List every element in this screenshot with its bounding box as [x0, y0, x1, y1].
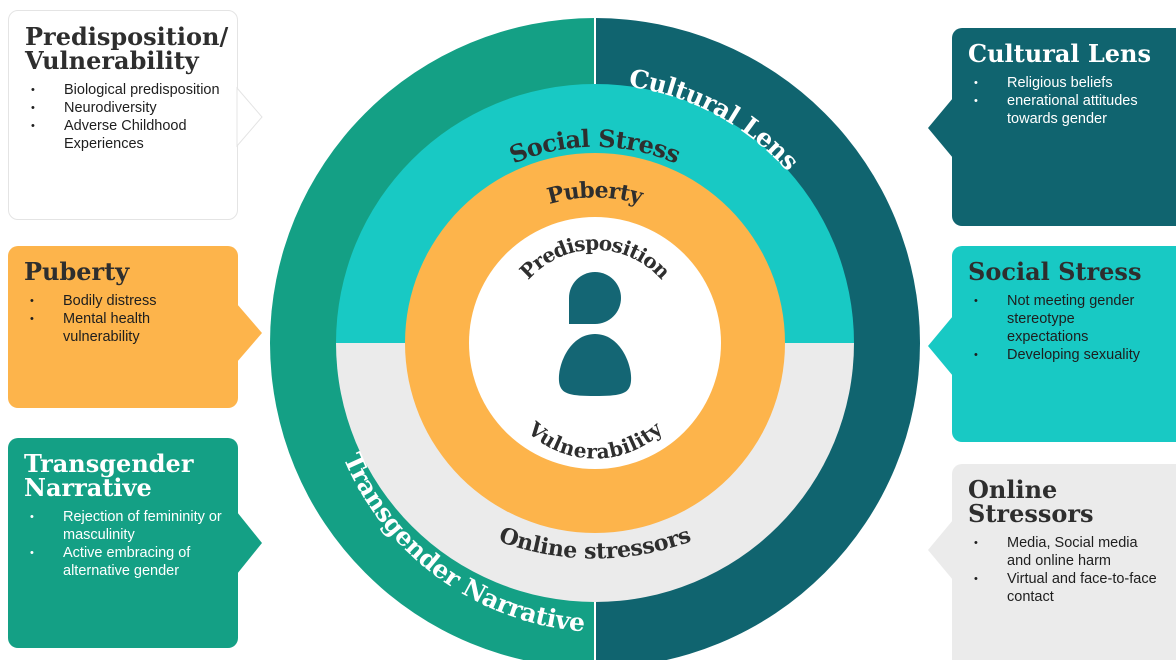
- predisposition-box-title: Predisposition/ Vulnerability: [25, 22, 229, 75]
- online-stressors-pointer: [928, 520, 953, 580]
- list-item: Media, Social media and online harm: [974, 534, 1160, 570]
- predisposition-box: Predisposition/ Vulnerability Biological…: [8, 10, 238, 220]
- online-stressors-box: Online Stressors Media, Social media and…: [952, 464, 1176, 660]
- person-icon: [558, 272, 632, 396]
- online-stressors-box-title: Online Stressors: [968, 475, 1094, 528]
- list-item: Bodily distress: [30, 292, 222, 310]
- puberty-box-title: Puberty: [24, 257, 130, 286]
- puberty-box: Puberty Bodily distress Mental health vu…: [8, 246, 238, 408]
- social-stress-box: Social Stress Not meeting gender stereot…: [952, 246, 1176, 442]
- transgender-narrative-list: Rejection of femininity or masculinity A…: [24, 508, 222, 580]
- list-item: Biological predisposition: [31, 81, 221, 99]
- cultural-lens-box-title: Cultural Lens: [968, 39, 1151, 68]
- cultural-lens-pointer: [928, 98, 953, 158]
- list-item: Developing sexuality: [974, 346, 1160, 364]
- list-item: Religious beliefs: [974, 74, 1160, 92]
- social-stress-box-title: Social Stress: [968, 257, 1142, 286]
- predisposition-pointer: [236, 86, 263, 148]
- cultural-lens-box: Cultural Lens Religious beliefs eneratio…: [952, 28, 1176, 226]
- cultural-lens-list: Religious beliefs enerational attitudes …: [968, 74, 1160, 128]
- online-stressors-list: Media, Social media and online harm Virt…: [968, 534, 1160, 606]
- list-item: Neurodiversity: [31, 99, 221, 117]
- transgender-narrative-pointer: [237, 512, 262, 574]
- social-stress-pointer: [928, 316, 953, 376]
- list-item: enerational attitudes towards gender: [974, 92, 1160, 128]
- list-item: Adverse Childhood Experiences: [31, 117, 221, 153]
- list-item: Virtual and face-to-face contact: [974, 570, 1160, 606]
- list-item: Rejection of femininity or masculinity: [30, 508, 222, 544]
- list-item: Not meeting gender stereotype expectatio…: [974, 292, 1160, 346]
- predisposition-list: Biological predisposition Neurodiversity…: [25, 81, 221, 153]
- social-stress-list: Not meeting gender stereotype expectatio…: [968, 292, 1160, 364]
- list-item: Active embracing of alternative gender: [30, 544, 222, 580]
- puberty-pointer: [237, 304, 262, 362]
- transgender-narrative-box: Transgender Narrative Rejection of femin…: [8, 438, 238, 648]
- puberty-list: Bodily distress Mental health vulnerabil…: [24, 292, 222, 346]
- list-item: Mental health vulnerability: [30, 310, 222, 346]
- transgender-narrative-box-title: Transgender Narrative: [24, 449, 194, 502]
